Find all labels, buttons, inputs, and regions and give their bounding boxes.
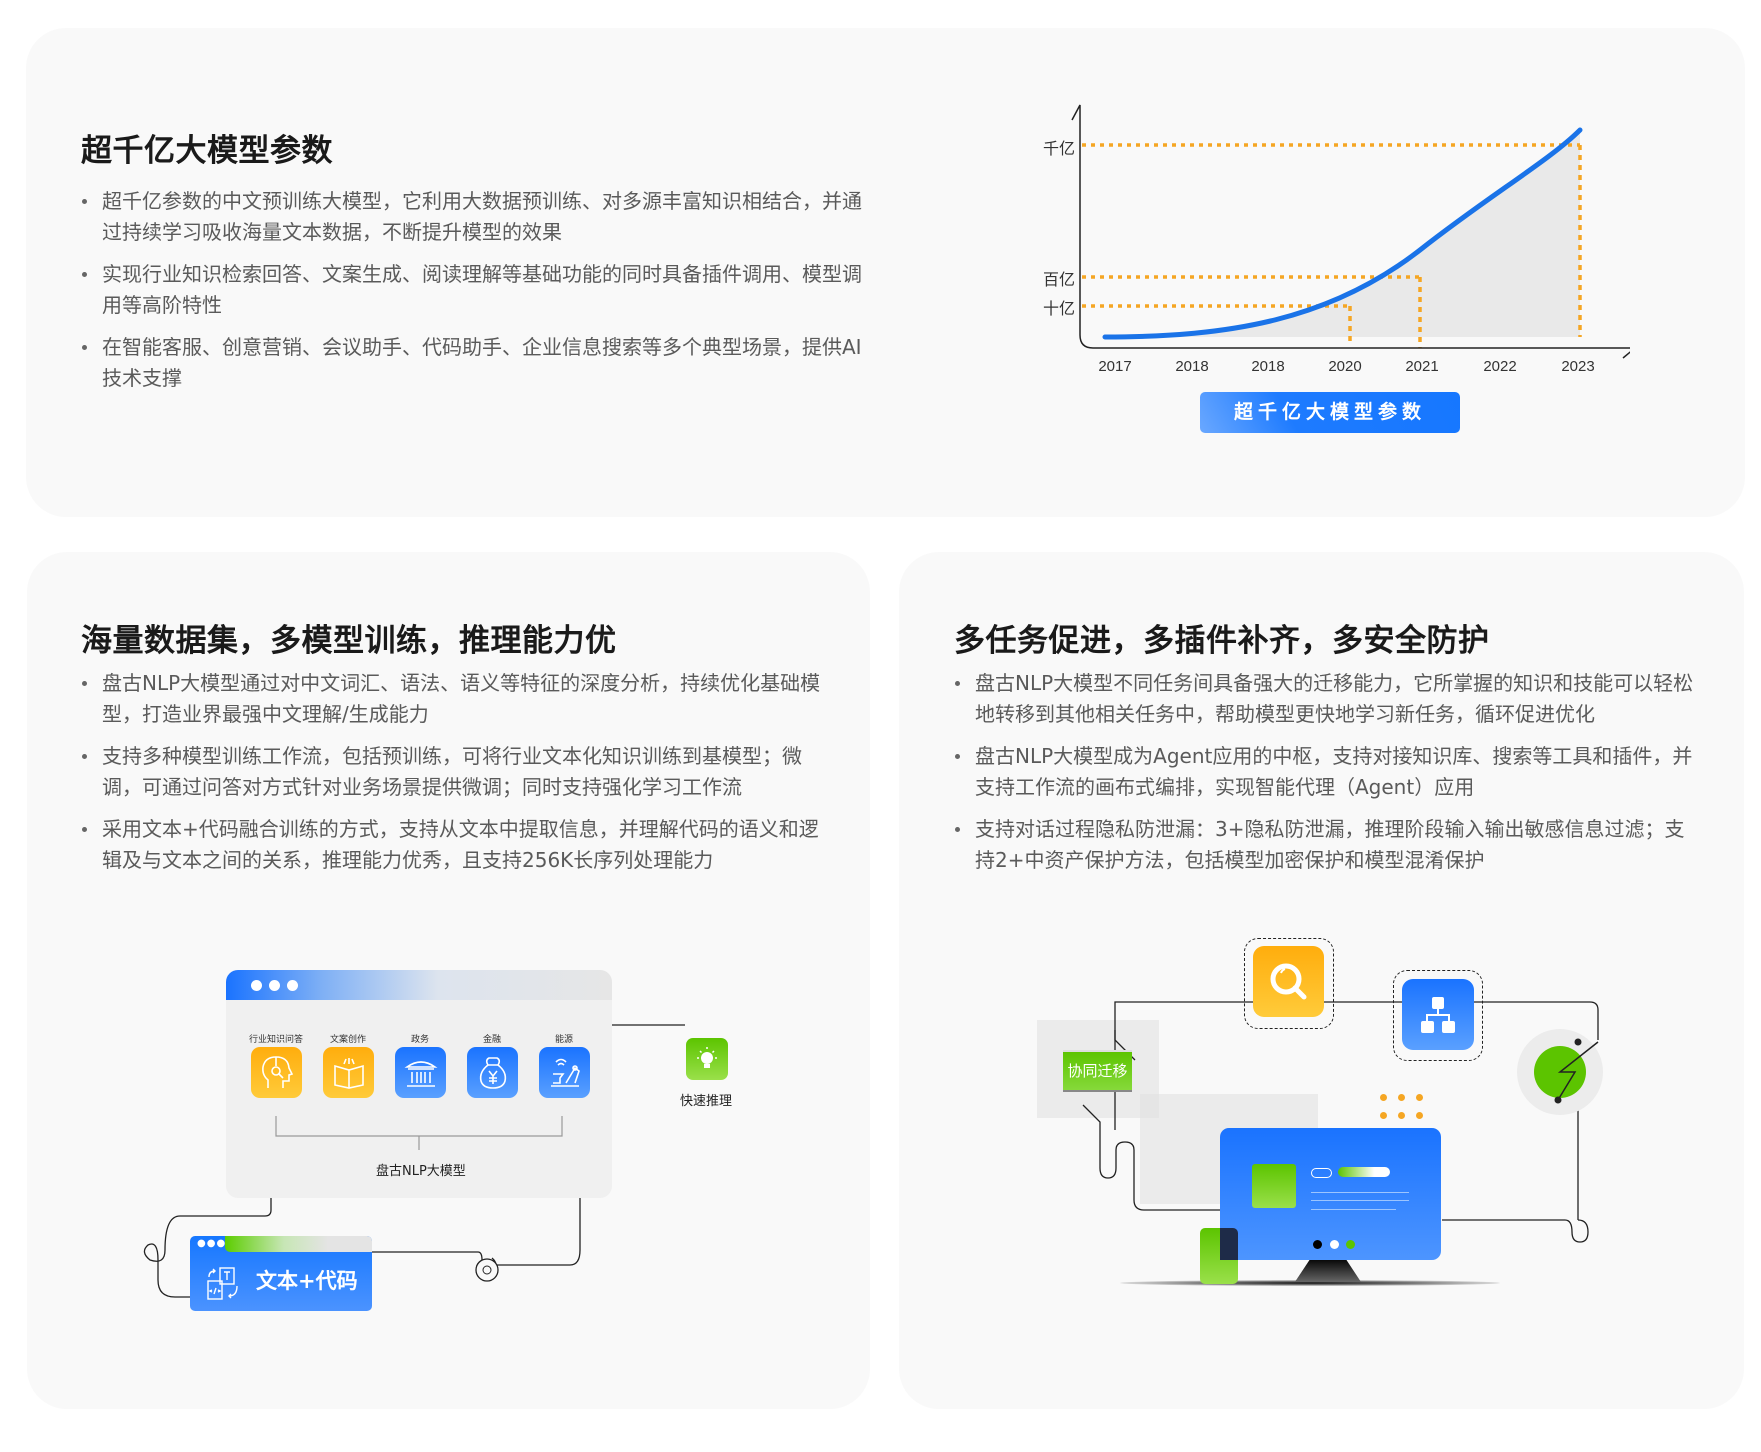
robot-arm-icon xyxy=(539,1047,590,1098)
section-title-training: 海量数据集，多模型训练，推理能力优 xyxy=(81,623,617,659)
monitor-shadow xyxy=(1120,1280,1500,1286)
search-icon[interactable] xyxy=(1253,946,1324,1017)
industry-label: 金融 xyxy=(482,1035,501,1045)
industry-label: 能源 xyxy=(554,1035,573,1045)
bullet-item: 支持对话过程隐私防泄漏：3+隐私防泄漏，推理阶段输入输出敏感信息过滤；支持2+中… xyxy=(955,814,1695,876)
section-title-multitask: 多任务促进，多插件补齐，多安全防护 xyxy=(954,623,1490,659)
multitask-diagram-connectors xyxy=(1082,1001,1603,1243)
bullet-item: 盘古NLP大模型不同任务间具备强大的迁移能力，它所掌握的知识和技能可以轻松地转移… xyxy=(955,668,1695,730)
gear-icon xyxy=(475,1258,499,1282)
progress-bar xyxy=(225,1236,372,1252)
monitor-text-line xyxy=(1311,1192,1409,1193)
x-tick-label: 2017 xyxy=(1098,358,1132,375)
decor-dot xyxy=(1416,1112,1423,1119)
open-book-icon xyxy=(323,1047,374,1098)
decor-dot xyxy=(1398,1112,1405,1119)
chart-axes xyxy=(1071,104,1630,349)
green-block-overlap xyxy=(1220,1228,1238,1260)
multitask-bullet-list: 盘古NLP大模型不同任务间具备强大的迁移能力，它所掌握的知识和技能可以轻松地转移… xyxy=(955,668,1695,887)
bullet-item: 实现行业知识检索回答、文案生成、阅读理解等基础功能的同时具备插件调用、模型调用等… xyxy=(82,259,872,321)
plugin-node-frame xyxy=(1393,970,1483,1061)
lightning-icon xyxy=(1557,1041,1599,1101)
head-search-icon xyxy=(251,1047,302,1098)
params-growth-chart xyxy=(1071,104,1630,359)
transfer-label: 协同迁移 xyxy=(1063,1050,1132,1092)
y-tick-label: 百亿 xyxy=(1042,270,1075,289)
bullet-item: 支持多种模型训练工作流，包括预训练，可将行业文本化知识训练到基模型；微调，可通过… xyxy=(82,741,822,803)
window-dot xyxy=(287,980,298,991)
model-bracket xyxy=(275,1116,563,1150)
government-building-icon xyxy=(395,1047,446,1098)
x-tick-label: 2020 xyxy=(1328,358,1362,375)
x-tick-label: 2018 xyxy=(1175,358,1209,375)
x-tick-label: 2021 xyxy=(1405,358,1439,375)
decor-dot xyxy=(1380,1094,1387,1101)
chart-area-fill xyxy=(1105,130,1580,337)
monitor-image-tile xyxy=(1252,1164,1296,1208)
text-code-icon xyxy=(207,1267,238,1300)
params-bullet-list: 超千亿参数的中文预训练大模型，它利用大数据预训练、对多源丰富知识相结合，并通过持… xyxy=(82,186,872,405)
chart-caption-button[interactable]: 超千亿大模型参数 xyxy=(1200,392,1460,433)
bullet-item: 盘古NLP大模型通过对中文词汇、语法、语义等特征的深度分析，持续优化基础模型，打… xyxy=(82,668,822,730)
chart-growth-curve xyxy=(1102,127,1583,340)
fast-inference-label: 快速推理 xyxy=(680,1094,733,1109)
text-code-block: ●●● 文本+代码 xyxy=(190,1236,372,1311)
section-title-params: 超千亿大模型参数 xyxy=(81,133,333,169)
industry-label: 政务 xyxy=(410,1035,429,1045)
monitor-progress xyxy=(1338,1167,1390,1177)
money-bag-icon xyxy=(467,1047,518,1098)
monitor-dot xyxy=(1313,1240,1322,1249)
org-chart-icon[interactable] xyxy=(1402,979,1474,1050)
lightbulb-icon xyxy=(686,1038,728,1080)
nlp-model-window: 行业知识问答 文案创作 政务 金融 能源 盘古NLP大模型 xyxy=(226,970,612,1198)
monitor-icon xyxy=(1220,1128,1441,1260)
monitor-dot xyxy=(1330,1240,1339,1249)
monitor-dot xyxy=(1346,1240,1355,1249)
industry-label: 行业知识问答 xyxy=(248,1035,303,1045)
training-bullet-list: 盘古NLP大模型通过对中文词汇、语法、语义等特征的深度分析，持续优化基础模型，打… xyxy=(82,668,822,887)
decor-dot xyxy=(1398,1094,1405,1101)
search-node-frame xyxy=(1244,938,1334,1029)
monitor-text-line xyxy=(1311,1209,1396,1210)
bullet-item: 在智能客服、创意营销、会议助手、代码助手、企业信息搜索等多个典型场景，提供AI技… xyxy=(82,332,872,394)
window-dots-icon: ●●● xyxy=(197,1238,227,1249)
window-titlebar xyxy=(226,970,612,1000)
y-tick-label: 十亿 xyxy=(1042,299,1075,318)
bullet-item: 超千亿参数的中文预训练大模型，它利用大数据预训练、对多源丰富知识相结合，并通过持… xyxy=(82,186,872,248)
y-tick-label: 千亿 xyxy=(1042,139,1075,158)
decor-dot xyxy=(1416,1094,1423,1101)
x-tick-label: 2018 xyxy=(1251,358,1285,375)
monitor-pill xyxy=(1311,1168,1332,1178)
decor-dot xyxy=(1380,1112,1387,1119)
industry-label: 文案创作 xyxy=(329,1035,366,1045)
bullet-item: 盘古NLP大模型成为Agent应用的中枢，支持对接知识库、搜索等工具和插件，并支… xyxy=(955,741,1695,803)
window-dot xyxy=(269,980,280,991)
x-tick-label: 2023 xyxy=(1561,358,1595,375)
x-tick-label: 2022 xyxy=(1483,358,1517,375)
monitor-text-line xyxy=(1311,1200,1409,1201)
bullet-item: 采用文本+代码融合训练的方式，支持从文本中提取信息，并理解代码的语义和逻辑及与文… xyxy=(82,814,822,876)
window-dot xyxy=(251,980,262,991)
text-code-label: 文本+代码 xyxy=(256,1269,358,1293)
model-label: 盘古NLP大模型 xyxy=(376,1164,466,1179)
